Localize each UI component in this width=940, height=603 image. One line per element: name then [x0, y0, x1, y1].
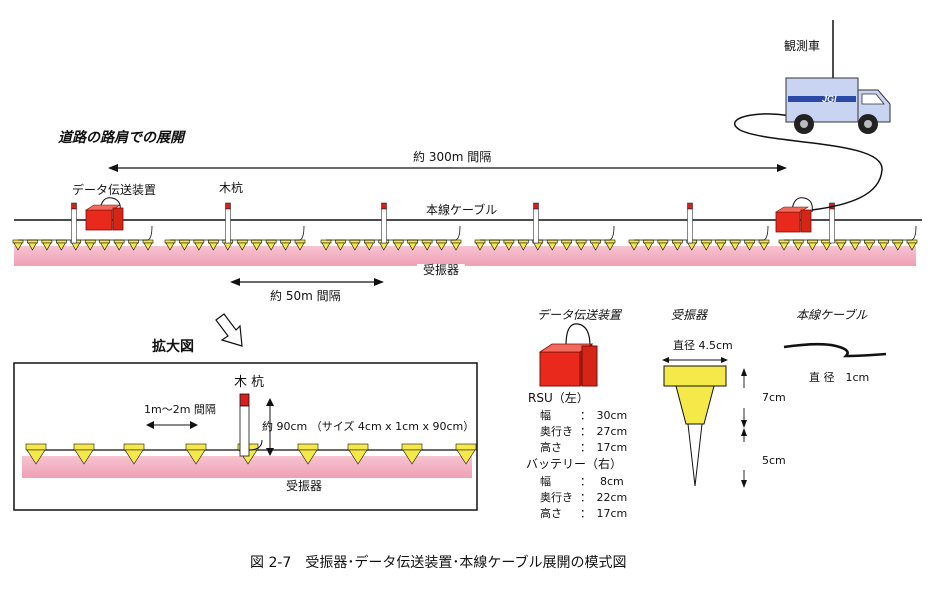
- stake-height-arrow: [266, 398, 274, 456]
- geophone-diameter-label: 直径 4.5cm: [673, 339, 733, 352]
- figure-caption: 図 2-7 受振器･データ伝送装置･本線ケーブル展開の模式図: [250, 555, 627, 571]
- legend-geophone-title: 受振器: [671, 308, 708, 322]
- geophone: [628, 239, 640, 251]
- stake: [381, 202, 387, 244]
- interval-1m2m-arrow: [146, 421, 198, 429]
- spec-value: ： 8cm: [580, 475, 624, 488]
- spec-label: 高さ: [540, 441, 562, 454]
- interval-50m-arrow: [230, 278, 384, 286]
- stake: [687, 202, 693, 244]
- spec-label: 奥行き: [540, 491, 573, 504]
- geophone-lead: [170, 225, 305, 241]
- observation-truck: JGI: [785, 20, 891, 134]
- geophone: [849, 239, 861, 251]
- stake: [71, 202, 77, 244]
- roadside-title: 道路の路肩での展開: [58, 130, 184, 146]
- geophone-top-label: 受振器: [417, 264, 466, 276]
- geophone: [347, 443, 369, 465]
- geophone: [604, 239, 616, 251]
- geophone: [758, 239, 770, 251]
- geophone: [73, 443, 95, 465]
- geophone: [41, 239, 53, 251]
- geophone: [455, 443, 477, 465]
- spec-value: ： 17cm: [580, 507, 628, 520]
- zoom-stake: [239, 393, 263, 457]
- geophone-zoom-label: 受振器: [282, 480, 327, 492]
- geophone: [123, 443, 145, 465]
- legend-cable-icon: [783, 342, 887, 358]
- data-unit-right: [774, 197, 813, 233]
- stake-zoom-label: 木 杭: [234, 375, 265, 390]
- zoom-title: 拡大図: [152, 339, 194, 355]
- geophone: [25, 443, 47, 465]
- cable-diameter-label: 直 径 1cm: [809, 371, 870, 384]
- geophone: [906, 239, 918, 251]
- geophone: [56, 239, 67, 251]
- stake: [829, 202, 835, 244]
- ground-strip-top: [14, 246, 916, 266]
- spec-label: 幅: [540, 475, 551, 488]
- geophone: [297, 443, 319, 465]
- spec-value: ： 17cm: [580, 441, 628, 454]
- geophone: [807, 239, 818, 251]
- truck-logo: JGI: [822, 94, 837, 104]
- geophone-lead: [18, 225, 153, 241]
- stake-size-label: 約 90cm （サイズ 4cm x 1cm x 90cm）: [262, 420, 475, 433]
- geophone: [575, 239, 587, 251]
- spec-label: 奥行き: [540, 425, 573, 438]
- geophone-7cm-label: 7cm: [762, 391, 786, 404]
- interval-1m2m-label: 1m〜2m 間隔: [144, 403, 216, 416]
- spec-value: ： 22cm: [580, 491, 628, 504]
- geophone-lead: [784, 225, 917, 241]
- geophone-height-arrows: [741, 368, 747, 488]
- interval-50m-label: 約 50m 間隔: [270, 289, 341, 303]
- battery-title: バッテリー（右）: [526, 457, 623, 471]
- legend-data-unit-title: データ伝送装置: [537, 308, 622, 322]
- geophone: [185, 443, 207, 465]
- interval-300m-arrow: [108, 164, 787, 172]
- data-unit-label: データ伝送装置: [72, 183, 157, 197]
- geophone: [421, 239, 433, 251]
- geophone: [320, 239, 332, 251]
- geophone: [179, 239, 190, 251]
- geophone: [503, 239, 515, 251]
- spec-value: ： 30cm: [580, 409, 628, 422]
- stake: [225, 202, 231, 244]
- geophone: [113, 239, 125, 251]
- data-unit-left: [84, 197, 124, 231]
- geophone: [489, 239, 500, 251]
- observation-truck-label: 観測車: [784, 39, 821, 53]
- legend-cable-title: 本線ケーブル: [796, 308, 868, 322]
- wooden-stake-label: 木杭: [219, 181, 244, 195]
- main-cable-label: 本線ケーブル: [426, 203, 498, 217]
- geophone-lead: [480, 225, 615, 241]
- interval-300m-label: 約 300m 間隔: [413, 150, 492, 164]
- geophone-lead: [326, 225, 461, 241]
- geophone: [715, 239, 726, 251]
- geophone-array-top: [12, 225, 918, 251]
- spec-value: ： 27cm: [580, 425, 628, 438]
- rsu-title: RSU（左）: [528, 391, 589, 405]
- geophone: [590, 239, 601, 251]
- geophone: [401, 443, 423, 465]
- geophone-lead: [634, 225, 769, 241]
- geophone-diameter-arrow: [662, 357, 728, 363]
- geophone: [265, 239, 277, 251]
- stake: [533, 202, 539, 244]
- zoom-arrow-icon: [215, 313, 243, 347]
- legend-geophone-icon: [663, 365, 727, 487]
- geophone-5cm-label: 5cm: [762, 454, 786, 467]
- geophone: [792, 239, 804, 251]
- geophone: [84, 239, 96, 251]
- legend-data-unit-icon: [538, 323, 598, 387]
- spec-label: 高さ: [540, 507, 562, 520]
- spec-label: 幅: [540, 409, 551, 422]
- truck-cable: [733, 113, 883, 211]
